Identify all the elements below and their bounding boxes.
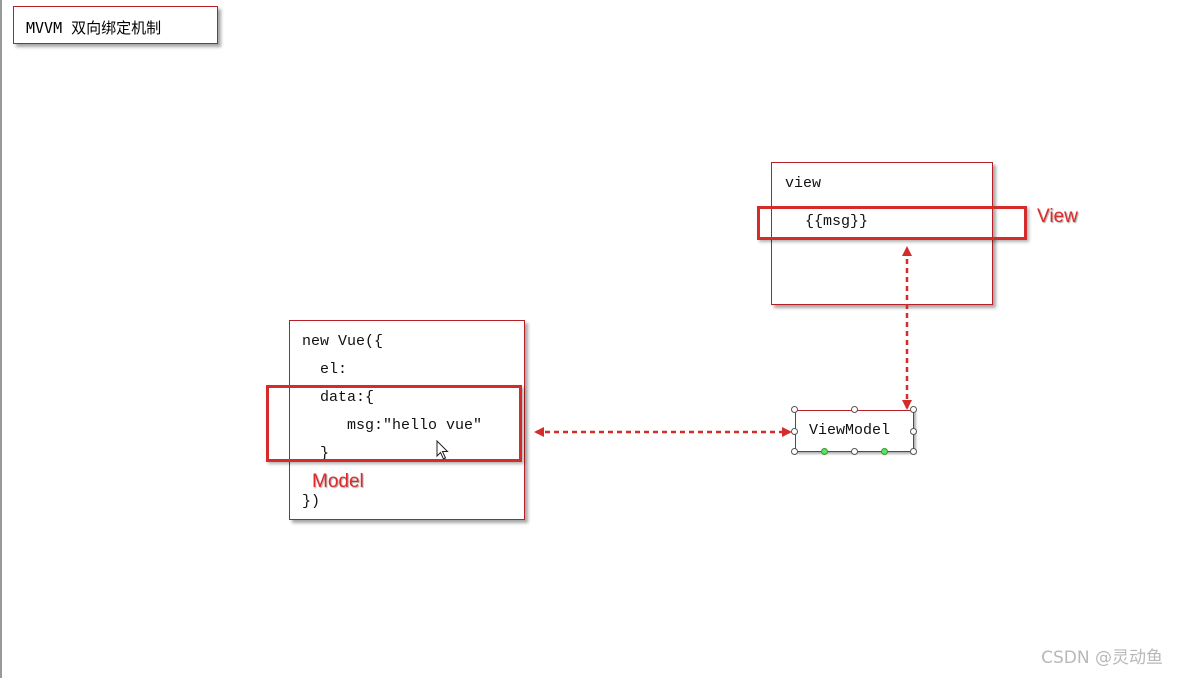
watermark: CSDN @灵动鱼	[1041, 648, 1163, 668]
selection-handle[interactable]	[791, 428, 798, 435]
model-code-line: })	[302, 493, 321, 510]
selection-handle[interactable]	[791, 406, 798, 413]
model-highlight-frame	[266, 385, 522, 462]
model-code-line: }	[302, 445, 330, 462]
connection-point[interactable]	[881, 448, 888, 455]
connection-point[interactable]	[821, 448, 828, 455]
model-code-line: msg:"hello vue"	[302, 417, 483, 434]
view-box: view {{msg}}	[771, 162, 993, 305]
view-highlight-frame	[757, 206, 1027, 240]
view-label: View	[1037, 206, 1078, 227]
selection-handle[interactable]	[851, 448, 858, 455]
selection-handle[interactable]	[851, 406, 858, 413]
selection-handle[interactable]	[910, 428, 917, 435]
viewmodel-label: ViewModel	[809, 422, 891, 439]
window-left-edge	[0, 0, 2, 678]
view-box-binding: {{msg}}	[805, 213, 869, 230]
model-label: Model	[312, 471, 364, 492]
model-code-line: el:	[302, 361, 348, 378]
model-code-line: data:{	[302, 389, 375, 406]
diagram-title: MVVM 双向绑定机制	[26, 19, 162, 37]
viewmodel-box[interactable]: ViewModel	[795, 410, 914, 452]
selection-handle[interactable]	[791, 448, 798, 455]
selection-handle[interactable]	[910, 406, 917, 413]
selection-handle[interactable]	[910, 448, 917, 455]
model-box: new Vue({ el: data:{ msg:"hello vue" } }…	[289, 320, 525, 520]
model-code-line: new Vue({	[302, 333, 384, 350]
view-box-header: view	[785, 175, 822, 192]
mouse-pointer-icon	[436, 440, 449, 460]
title-box: MVVM 双向绑定机制	[13, 6, 218, 44]
